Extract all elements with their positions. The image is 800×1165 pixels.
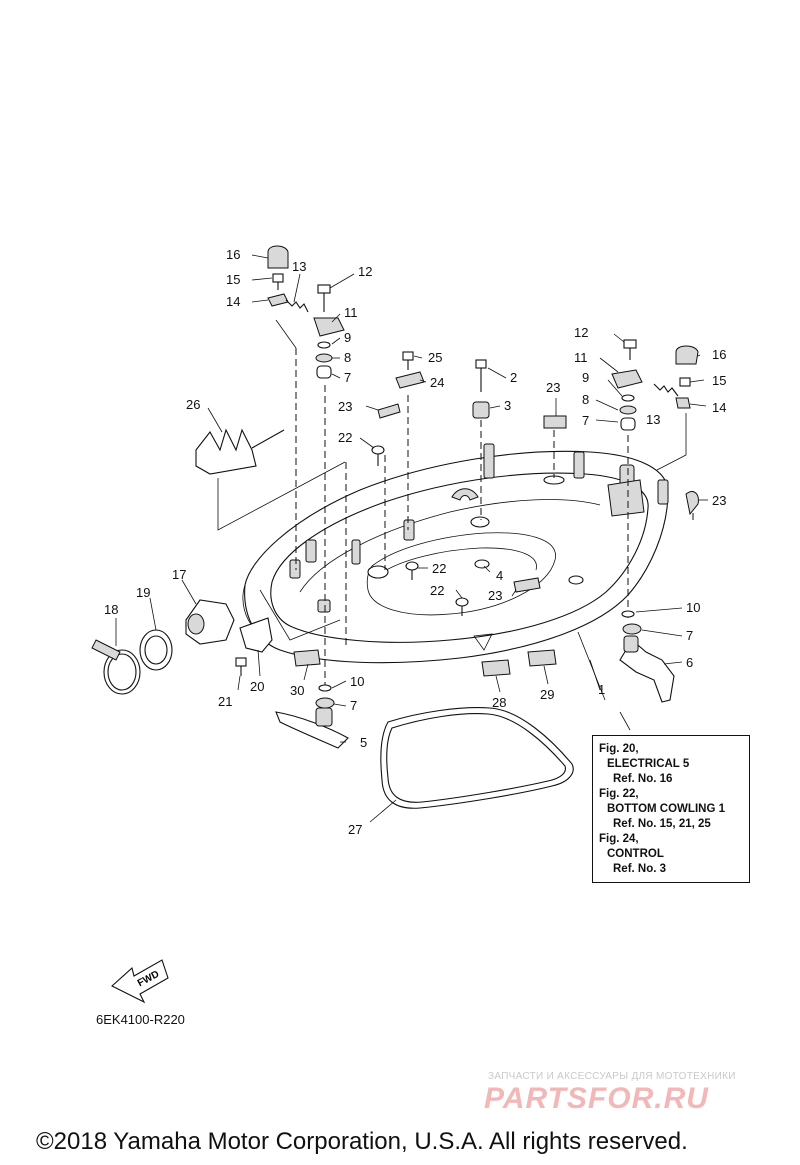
callout-17: 17 [172,567,186,582]
ref-line: Ref. No. 16 [613,773,673,785]
callout-25: 25 [428,350,442,365]
callout-3: 3 [504,398,511,413]
callout-30: 30 [290,683,304,698]
callout-23: 23 [546,380,560,395]
callout-23: 23 [338,399,352,414]
callout-2: 2 [510,370,517,385]
callout-18: 18 [104,602,118,617]
ref-line: Fig. 20, [599,743,639,755]
callout-16: 16 [226,247,240,262]
callout-9: 9 [582,370,589,385]
callout-4: 4 [496,568,503,583]
callout-28: 28 [492,695,506,710]
ref-line: Ref. No. 15, 21, 25 [613,818,711,830]
callout-9: 9 [344,330,351,345]
callout-16: 16 [712,347,726,362]
callout-11: 11 [344,305,358,320]
callout-12: 12 [358,264,372,279]
callout-24: 24 [430,375,444,390]
callout-22: 22 [430,583,444,598]
watermark-tagline: ЗАПЧАСТИ И АКСЕССУАРЫ ДЛЯ МОТОТЕХНИКИ [488,1071,736,1082]
callout-27: 27 [348,822,362,837]
callout-21: 21 [218,694,232,709]
callout-7: 7 [582,413,589,428]
callout-6: 6 [686,655,693,670]
callout-13: 13 [292,259,306,274]
callout-11: 11 [574,350,588,365]
callout-10: 10 [350,674,364,689]
callout-13: 13 [646,412,660,427]
copyright-notice: ©2018 Yamaha Motor Corporation, U.S.A. A… [36,1128,688,1155]
callout-12: 12 [574,325,588,340]
callout-14: 14 [226,294,240,309]
ref-line: BOTTOM COWLING 1 [607,803,725,815]
ref-line: Fig. 22, [599,788,639,800]
reference-box: Fig. 20, ELECTRICAL 5 Ref. No. 16 Fig. 2… [592,735,750,883]
large-parts [91,428,675,809]
bottom-cowling-body [242,443,669,701]
ref-line: CONTROL [607,848,664,860]
callout-7: 7 [686,628,693,643]
ref-line: ELECTRICAL 5 [607,758,690,770]
callout-8: 8 [344,350,351,365]
callout-19: 19 [136,585,150,600]
callout-numbers: 16 15 14 13 12 11 9 8 7 25 24 2 3 23 22 … [104,247,726,837]
diagram-code: 6EK4100-R220 [96,1012,185,1027]
callout-7: 7 [344,370,351,385]
ref-line: Ref. No. 3 [613,863,667,875]
callout-15: 15 [226,272,240,287]
callout-leaders [115,254,708,823]
callout-23: 23 [488,588,502,603]
ref-line: Fig. 24, [599,833,639,845]
callout-20: 20 [250,679,264,694]
callout-15: 15 [712,373,726,388]
callout-10: 10 [686,600,700,615]
callout-23: 23 [712,493,726,508]
fwd-arrow-icon: FWD [111,959,169,1004]
callout-14: 14 [712,400,726,415]
callout-1: 1 [598,682,605,697]
small-parts [267,245,699,709]
callout-29: 29 [540,687,554,702]
callout-22: 22 [432,561,446,576]
callout-8: 8 [582,392,589,407]
watermark-logo: PARTSFOR.RU [484,1082,709,1115]
callout-26: 26 [186,397,200,412]
assembly-lines [217,319,694,690]
callout-7: 7 [350,698,357,713]
callout-5: 5 [360,735,367,750]
callout-22: 22 [338,430,352,445]
